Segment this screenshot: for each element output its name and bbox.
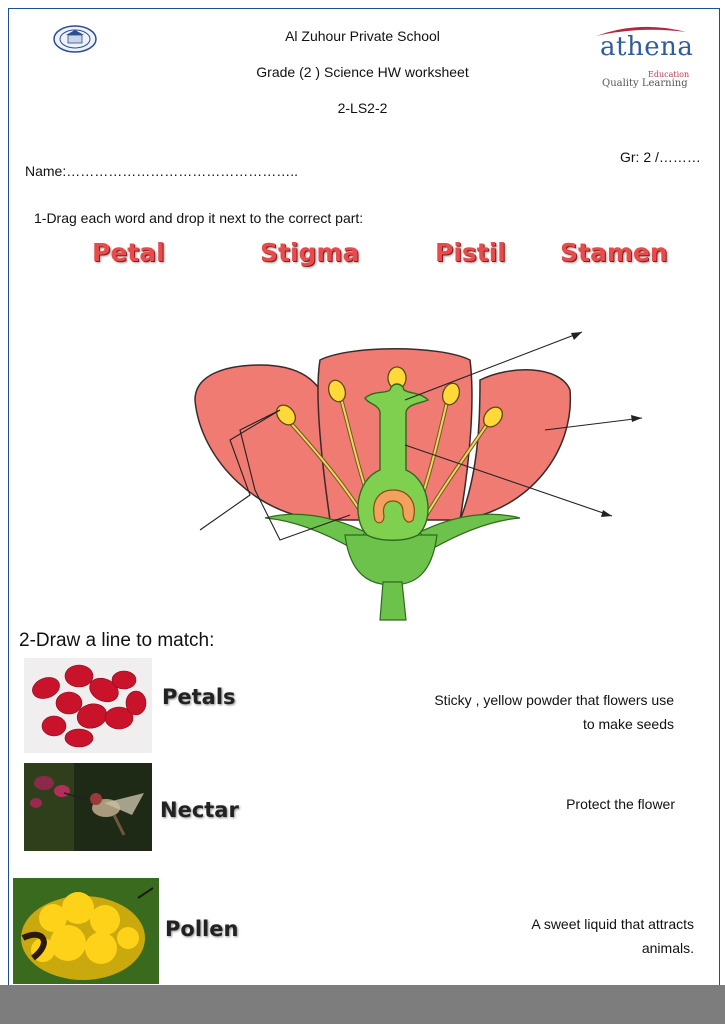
worksheet-title: Grade (2 ) Science HW worksheet [256, 64, 469, 80]
receptacle [344, 534, 438, 586]
school-logo-icon [53, 25, 97, 53]
description-3-line-1: A sweet liquid that attracts [531, 916, 694, 932]
description-2-line-1: Protect the flower [566, 796, 675, 812]
question-1-prompt: 1-Drag each word and drop it next to the… [34, 210, 364, 226]
match-label-pollen[interactable]: Pollen [165, 917, 239, 941]
word-pistil[interactable]: Pistil [435, 238, 506, 267]
stem [379, 581, 407, 621]
question-2-prompt: 2-Draw a line to match: [19, 630, 215, 651]
rose-petals-image[interactable] [24, 658, 152, 753]
match-label-nectar[interactable]: Nectar [160, 798, 239, 822]
logo-sub: Education [648, 70, 690, 79]
grade-field[interactable]: Gr: 2 /……… [620, 149, 701, 165]
anthers [275, 366, 504, 428]
pointer-lines [199, 331, 643, 541]
flower-diagram [194, 331, 643, 621]
description-3-line-2: animals. [641, 940, 694, 956]
ovary [373, 489, 415, 524]
name-field[interactable]: Name:………………………………………….. [25, 163, 299, 179]
arrow-heads [571, 332, 642, 517]
match-description-1[interactable]: Sticky , yellow powder that flowers use … [380, 688, 674, 736]
logo-tagline: Quality Learning [602, 78, 688, 89]
athena-logo: athena Education Quality Learning [590, 22, 700, 89]
word-petal[interactable]: Petal [92, 238, 165, 267]
hummingbird-image[interactable] [24, 763, 152, 851]
right-petal [458, 369, 572, 521]
logo-name: athena [600, 32, 694, 62]
right-sepal [419, 513, 521, 551]
match-description-2[interactable]: Protect the flower [450, 792, 675, 816]
description-1-line-1: Sticky , yellow powder that flowers use [434, 692, 674, 708]
match-description-3[interactable]: A sweet liquid that attracts animals. [440, 912, 694, 960]
left-sepal [264, 513, 366, 551]
pollen-bee-image[interactable] [13, 878, 159, 984]
word-stigma[interactable]: Stigma [260, 238, 360, 267]
word-stamen[interactable]: Stamen [560, 238, 668, 267]
description-1-line-2: to make seeds [582, 716, 674, 732]
match-label-petals[interactable]: Petals [162, 685, 236, 709]
bottom-bar [0, 985, 725, 1024]
left-petal [194, 364, 331, 521]
school-name: Al Zuhour Private School [285, 28, 440, 44]
logo-swoosh-icon [596, 26, 686, 36]
worksheet-code: 2-LS2-2 [337, 100, 388, 116]
